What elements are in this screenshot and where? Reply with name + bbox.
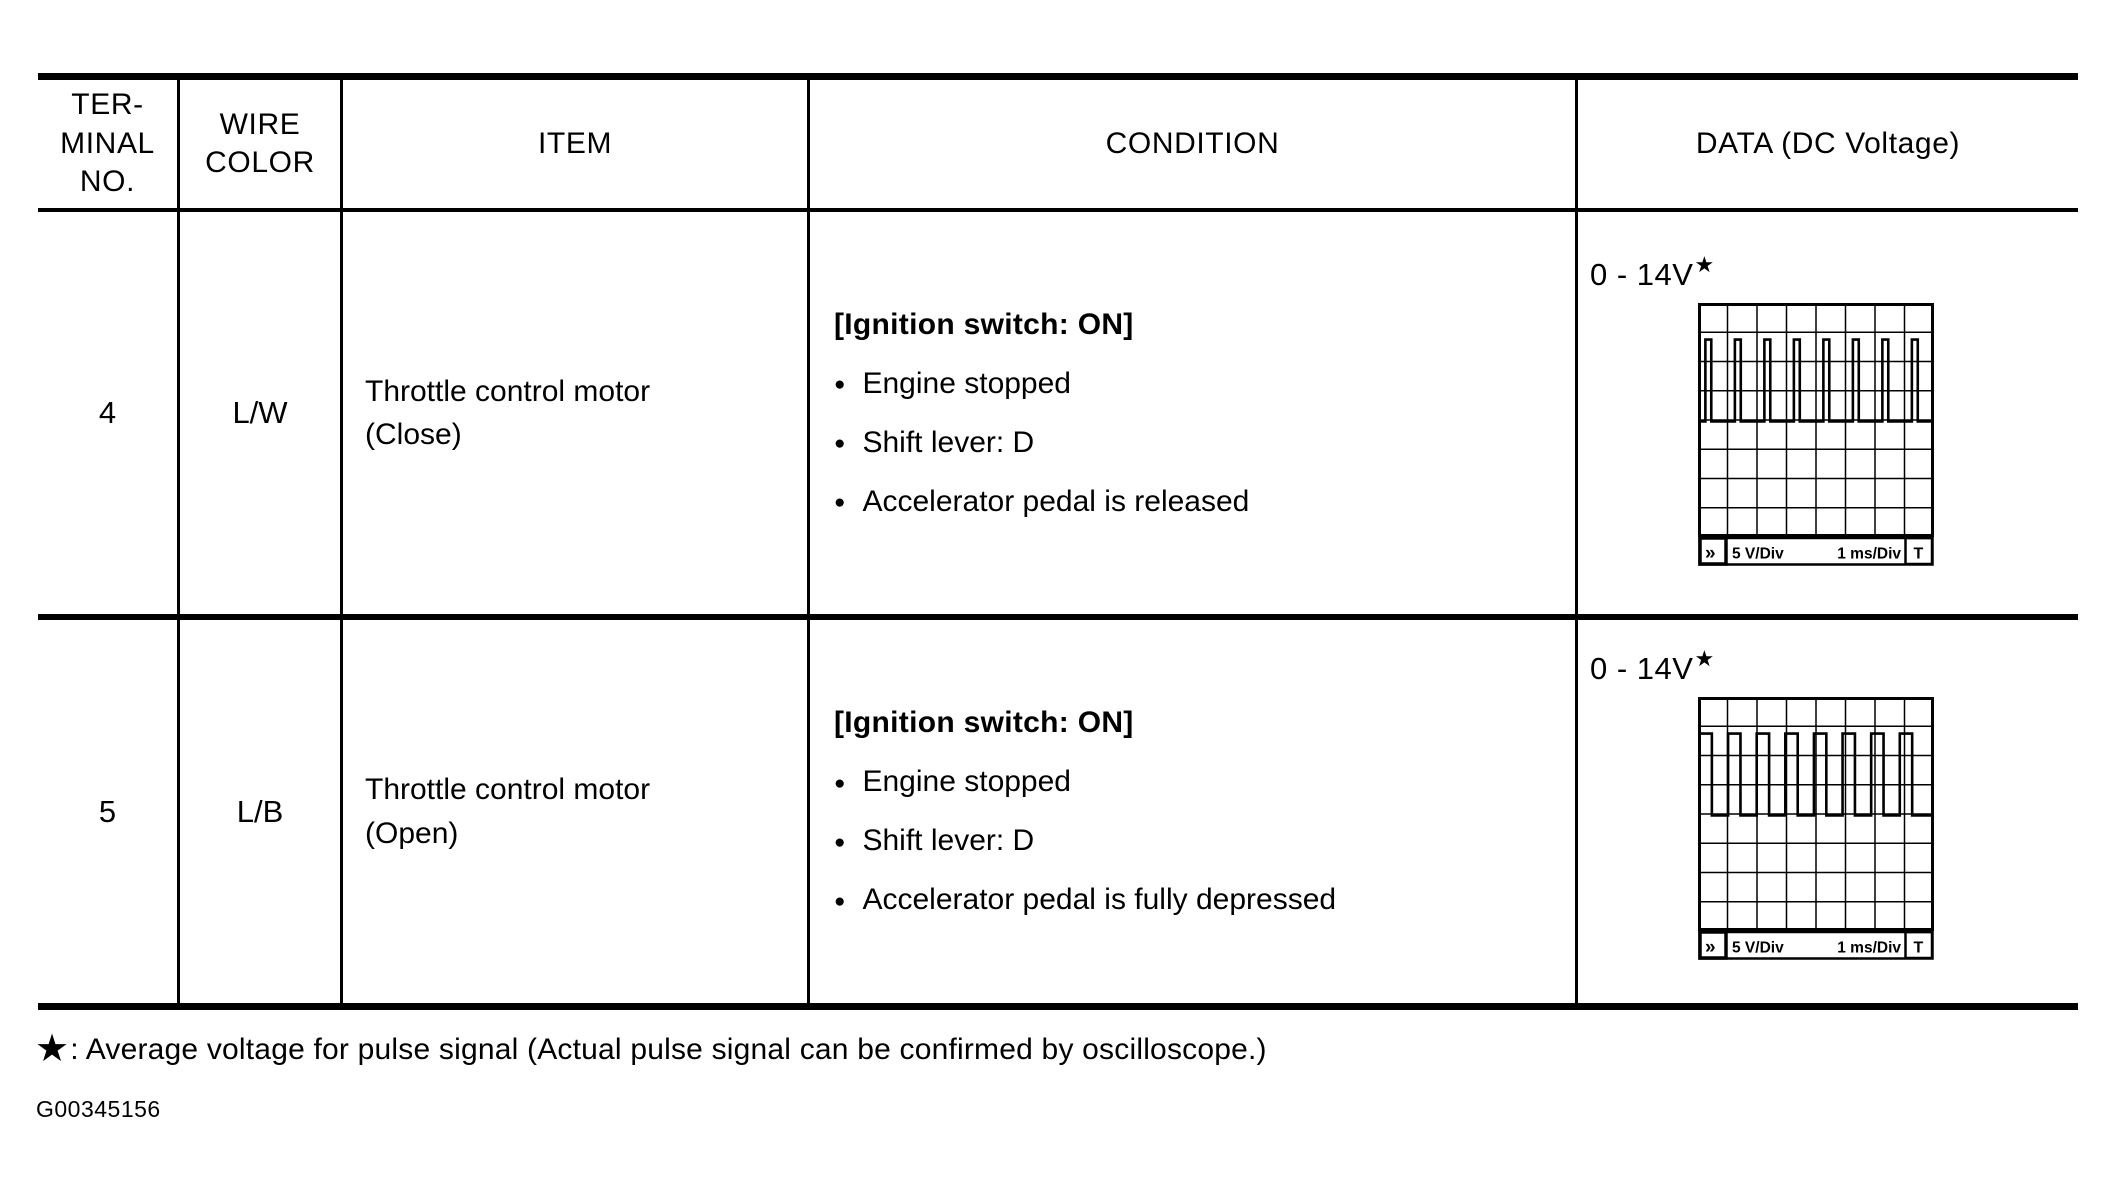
oscilloscope-waveform-1: » 5 V/Div 1 ms/Div T bbox=[1698, 303, 1934, 566]
oscilloscope-waveform-2: » 5 V/Div 1 ms/Div T bbox=[1698, 697, 1934, 960]
condition-text: Shift lever: D bbox=[862, 824, 1035, 857]
scope-trigger-label: T bbox=[1914, 546, 1924, 563]
scope-trigger-box bbox=[1904, 536, 1934, 566]
condition-bullet: ● Engine stopped bbox=[834, 367, 1565, 401]
footnote: ★: Average voltage for pulse signal (Act… bbox=[35, 1024, 1267, 1070]
chevrons-icon: » bbox=[1705, 937, 1716, 958]
row-terminal-5-wire-color: L/B bbox=[180, 620, 343, 1003]
voltage-range: 0 - 14V★ bbox=[1590, 252, 2078, 293]
condition-text: Shift lever: D bbox=[862, 425, 1035, 459]
bullet-icon: ● bbox=[834, 772, 846, 794]
condition-text: Accelerator pedal is fully depressed bbox=[862, 883, 1337, 916]
row-terminal-4-data: 0 - 14V★ » 5 V/Div 1 ms/Div T bbox=[1578, 212, 2078, 620]
signal-data-table: TER- MINAL NO. WIRE COLOR ITEM CONDITION… bbox=[38, 73, 2078, 1010]
bullet-icon: ● bbox=[834, 492, 846, 513]
row-terminal-4-condition: [Ignition switch: ON] ● Engine stopped ●… bbox=[810, 212, 1578, 620]
bullet-icon: ● bbox=[834, 831, 846, 853]
condition-text: Accelerator pedal is released bbox=[862, 484, 1250, 518]
scope-border bbox=[1698, 303, 1934, 537]
voltage-range: 0 - 14V★ bbox=[1590, 646, 2078, 687]
condition-text: Engine stopped bbox=[862, 366, 1071, 400]
scope-left-marker-box bbox=[1698, 536, 1728, 566]
scope-trigger-box bbox=[1904, 930, 1934, 960]
chevrons-icon: » bbox=[1705, 543, 1716, 564]
condition-text: Engine stopped bbox=[862, 765, 1071, 798]
condition-bullet: ● Engine stopped bbox=[834, 765, 1565, 799]
bullet-icon: ● bbox=[834, 890, 846, 912]
scope-trigger-label: T bbox=[1914, 940, 1924, 957]
scope-pulse-trace bbox=[1700, 338, 1932, 423]
row-terminal-4-number: 4 bbox=[38, 212, 180, 620]
footnote-text: : Average voltage for pulse signal (Actu… bbox=[70, 1033, 1267, 1066]
oscilloscope-1-wrap: » 5 V/Div 1 ms/Div T bbox=[1698, 303, 2078, 573]
header-item: ITEM bbox=[343, 80, 810, 212]
condition-heading: [Ignition switch: ON] bbox=[834, 706, 1134, 739]
figure-id: G00345156 bbox=[36, 1096, 161, 1122]
header-wire-color: WIRE COLOR bbox=[180, 80, 343, 212]
oscilloscope-2-wrap: » 5 V/Div 1 ms/Div T bbox=[1698, 697, 2078, 967]
row-terminal-5-item: Throttle control motor (Open) bbox=[343, 620, 810, 1003]
row-terminal-5-condition: [Ignition switch: ON] ● Engine stopped ●… bbox=[810, 620, 1578, 1003]
bullet-icon: ● bbox=[834, 374, 846, 395]
scope-time-per-div: 1 ms/Div bbox=[1837, 940, 1901, 957]
star-footnote-marker-icon: ★ bbox=[1694, 646, 1715, 671]
condition-heading: [Ignition switch: ON] bbox=[834, 307, 1134, 341]
scope-time-per-div: 1 ms/Div bbox=[1837, 546, 1901, 563]
condition-bullet: ● Shift lever: D bbox=[834, 824, 1565, 858]
condition-bullet: ● Accelerator pedal is fully depressed bbox=[834, 883, 1565, 917]
voltage-range-text: 0 - 14V bbox=[1590, 651, 1694, 686]
condition-bullet: ● Accelerator pedal is released bbox=[834, 485, 1565, 519]
scope-pulse-trace bbox=[1698, 732, 1932, 817]
header-condition: CONDITION bbox=[810, 80, 1578, 212]
scope-volts-per-div: 5 V/Div bbox=[1732, 940, 1784, 957]
header-terminal-no: TER- MINAL NO. bbox=[38, 80, 180, 212]
voltage-range-text: 0 - 14V bbox=[1590, 257, 1694, 292]
bullet-icon: ● bbox=[834, 433, 846, 454]
condition-bullet: ● Shift lever: D bbox=[834, 426, 1565, 460]
scope-left-marker-box bbox=[1698, 930, 1728, 960]
row-terminal-4-wire-color: L/W bbox=[180, 212, 343, 620]
row-terminal-5-number: 5 bbox=[38, 620, 180, 1003]
star-footnote-marker-icon: ★ bbox=[1694, 252, 1715, 277]
scope-volts-per-div: 5 V/Div bbox=[1732, 546, 1784, 563]
row-terminal-5-data: 0 - 14V★ » 5 V/Div 1 ms/Div T bbox=[1578, 620, 2078, 1003]
header-data-dc-voltage: DATA (DC Voltage) bbox=[1578, 80, 2078, 212]
row-terminal-4-item: Throttle control motor (Close) bbox=[343, 212, 810, 620]
star-icon: ★ bbox=[35, 1028, 70, 1070]
scope-grid-lines bbox=[1698, 303, 1934, 537]
